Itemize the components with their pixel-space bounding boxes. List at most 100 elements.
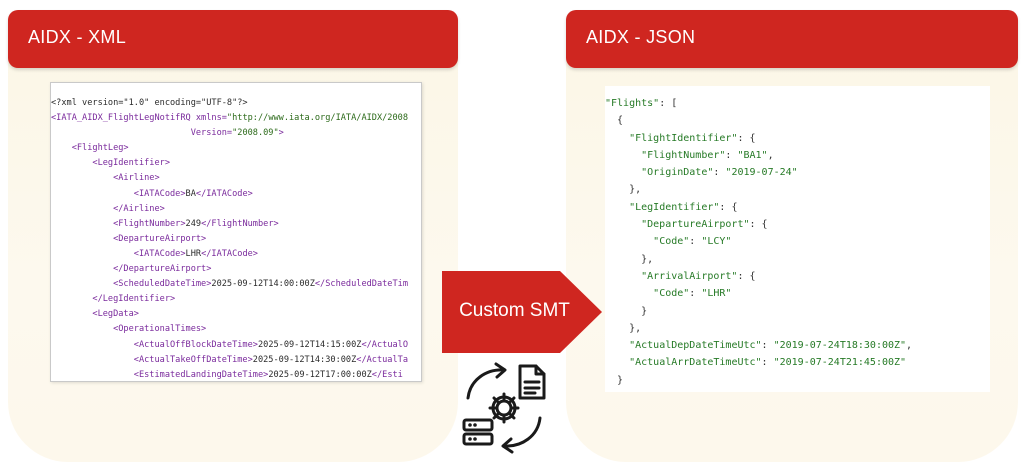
json-code-line-token: "OriginDate": [641, 167, 714, 179]
transform-arrow: [442, 271, 602, 353]
json-code-line-token: [605, 150, 641, 161]
xml-code-line-token: "http://www.iata.org/IATA/AIDX/2008: [226, 113, 409, 124]
xml-code-line-token: </Esti: [371, 369, 403, 380]
json-code-line-token: "2019-07-24": [725, 167, 798, 179]
json-code-line-token: :: [713, 167, 726, 179]
json-code-line-token: "2019-07-24T18:30:00Z": [773, 340, 907, 352]
json-code-line-token: "LHR": [701, 288, 732, 300]
xml-code-line-token: 2025-09-12T14:00:00Z: [211, 279, 315, 290]
xml-code-line-token: Version=: [51, 128, 233, 139]
json-code-line: "ArrivalAirport": {: [605, 268, 990, 285]
json-code-line-token: : {: [737, 132, 756, 144]
json-code-line-token: "ActualArrDateTimeUtc": [629, 357, 762, 369]
json-code-line-token: "BA1": [737, 149, 768, 161]
xml-code-line-token: </LegIdentifier>: [51, 294, 176, 305]
xml-code-line-token: 2025-09-12T14:30:00Z: [252, 354, 357, 365]
xml-code-line-token: >: [278, 128, 284, 139]
xml-code-line: <ActualOffBlockDateTime>2025-09-12T14:15…: [51, 338, 421, 353]
xml-code-line-token: <FlightNumber>: [51, 218, 186, 229]
json-code-line: "ActualDepDateTimeUtc": "2019-07-24T18:3…: [605, 337, 990, 354]
xml-code-line-token: <Airline>: [51, 173, 160, 184]
json-code-line: "Flights": [: [605, 95, 990, 112]
json-code-line: "ActualArrDateTimeUtc": "2019-07-24T21:4…: [605, 354, 990, 371]
json-code-line-token: : {: [719, 201, 738, 213]
json-code-line-token: "LCY": [701, 236, 732, 248]
custom-smt-label: Custom SMT: [459, 300, 570, 321]
xml-panel-title: AIDX - XML: [28, 27, 127, 47]
json-code-line-token: [605, 133, 629, 144]
json-code-line-token: "LegIdentifier": [629, 201, 720, 213]
xml-code-line-token: </FlightNumber>: [201, 218, 279, 229]
json-code-line: },: [605, 320, 990, 337]
json-code-line-token: "ActualDepDateTimeUtc": [629, 340, 762, 352]
xml-code-line-token: <LegIdentifier>: [51, 158, 170, 169]
xml-code-line-token: 2025-09-12T14:15:00Z: [257, 339, 362, 350]
xml-code-line-token: </IATACode>: [195, 188, 253, 199]
json-code-line: },: [605, 181, 990, 198]
json-code-line: "Code": "LCY": [605, 233, 990, 250]
json-code-line-token: "FlightNumber": [641, 149, 726, 161]
xml-code-line-token: </ActualO: [361, 339, 409, 350]
xml-code-block: <?xml version="1.0" encoding="UTF-8"?> <I…: [50, 82, 422, 382]
xml-code-line: <OperationalTimes>: [51, 322, 421, 337]
json-code-line-token: },: [605, 322, 642, 334]
json-code-line-token: [605, 357, 629, 368]
xml-code-line: <IATACode>BA</IATACode>: [51, 187, 421, 202]
json-code-line: "Code": "LHR": [605, 285, 990, 302]
xml-code-line-token: <FlightLeg>: [51, 143, 129, 154]
json-code-line-token: "ArrivalAirport": [641, 270, 738, 282]
xml-code-line-token: <LegData>: [51, 309, 139, 320]
xml-code-line: <LegIdentifier>: [51, 156, 421, 171]
json-code-line: }: [605, 372, 990, 389]
xml-code-line: </LegIdentifier>: [51, 292, 421, 307]
xml-code-line-token: <OperationalTimes>: [51, 324, 207, 335]
json-code-line-token: "DepartureAirport": [641, 219, 750, 231]
json-code-line: {: [605, 112, 990, 129]
xml-code-line: <EstimatedLandingDateTime>2025-09-12T17:…: [51, 368, 421, 381]
json-code-block: "Flights": [ { "FlightIdentifier": { "Fl…: [605, 86, 990, 392]
xml-code-line-token: xmlns=: [190, 113, 227, 124]
json-code-line: "FlightIdentifier": {: [605, 130, 990, 147]
xml-code-line-token: </IATACode>: [201, 248, 258, 259]
json-code-line-token: }: [605, 305, 648, 317]
xml-code-line-token: </ScheduledDateTim: [314, 279, 409, 290]
json-code-line-token: "FlightIdentifier": [629, 132, 738, 144]
xml-code-line: </DepartureAirport>: [51, 262, 421, 277]
json-code-line: "FlightNumber": "BA1",: [605, 147, 990, 164]
xml-code-line-token: </ActualTa: [356, 354, 409, 365]
json-code-line-token: "Code": [653, 236, 690, 248]
json-code-line-token: {: [605, 115, 624, 127]
json-code-line-token: "2019-07-24T21:45:00Z": [773, 357, 907, 369]
xml-code-line-token: </Airline>: [51, 203, 165, 214]
xml-code-line-token: </DepartureAirport>: [51, 264, 212, 275]
json-code-line-token: :: [725, 149, 738, 161]
json-code-line: "LegIdentifier": {: [605, 199, 990, 216]
json-code-line-token: [605, 271, 641, 282]
arrow-shape: [442, 271, 602, 353]
json-code-line-token: : {: [737, 270, 756, 282]
json-code-line-token: :: [761, 357, 774, 369]
xml-code-line-token: <EstimatedLandingDateTime>: [51, 369, 269, 380]
json-panel-header: AIDX - JSON: [566, 10, 1018, 68]
json-code-line-token: [605, 288, 653, 299]
xml-code-line-token: <ScheduledDateTime>: [51, 279, 212, 290]
xml-code-line: <DepartureAirport>: [51, 232, 421, 247]
data-transform-cycle-icon: [462, 362, 546, 454]
json-code-line-token: :: [689, 288, 702, 300]
xml-code-line-token: LHR: [185, 248, 202, 259]
xml-code-line: <LegData>: [51, 307, 421, 322]
json-code-line-token: "Code": [653, 288, 690, 300]
json-code-line-token: ,: [767, 149, 774, 161]
json-code-line-token: [605, 340, 629, 351]
xml-code-line-token: 2025-09-12T17:00:00Z: [268, 369, 372, 380]
xml-code-line: Version="2008.09">: [51, 126, 421, 141]
xml-code-line-token: <?xml version="1.0" encoding="UTF-8"?>: [51, 98, 248, 108]
json-code-line-token: [605, 202, 629, 213]
xml-code-line: <ScheduledDateTime>2025-09-12T14:00:00Z<…: [51, 277, 421, 292]
xml-code-line: </Airline>: [51, 202, 421, 217]
json-code-line-token: : [: [659, 98, 678, 109]
xml-code-line: <FlightLeg>: [51, 141, 421, 156]
json-code-line: ]: [605, 389, 990, 392]
xml-code-line-token: <IATACode>: [51, 188, 186, 199]
xml-code-line-token: 249: [185, 218, 202, 229]
